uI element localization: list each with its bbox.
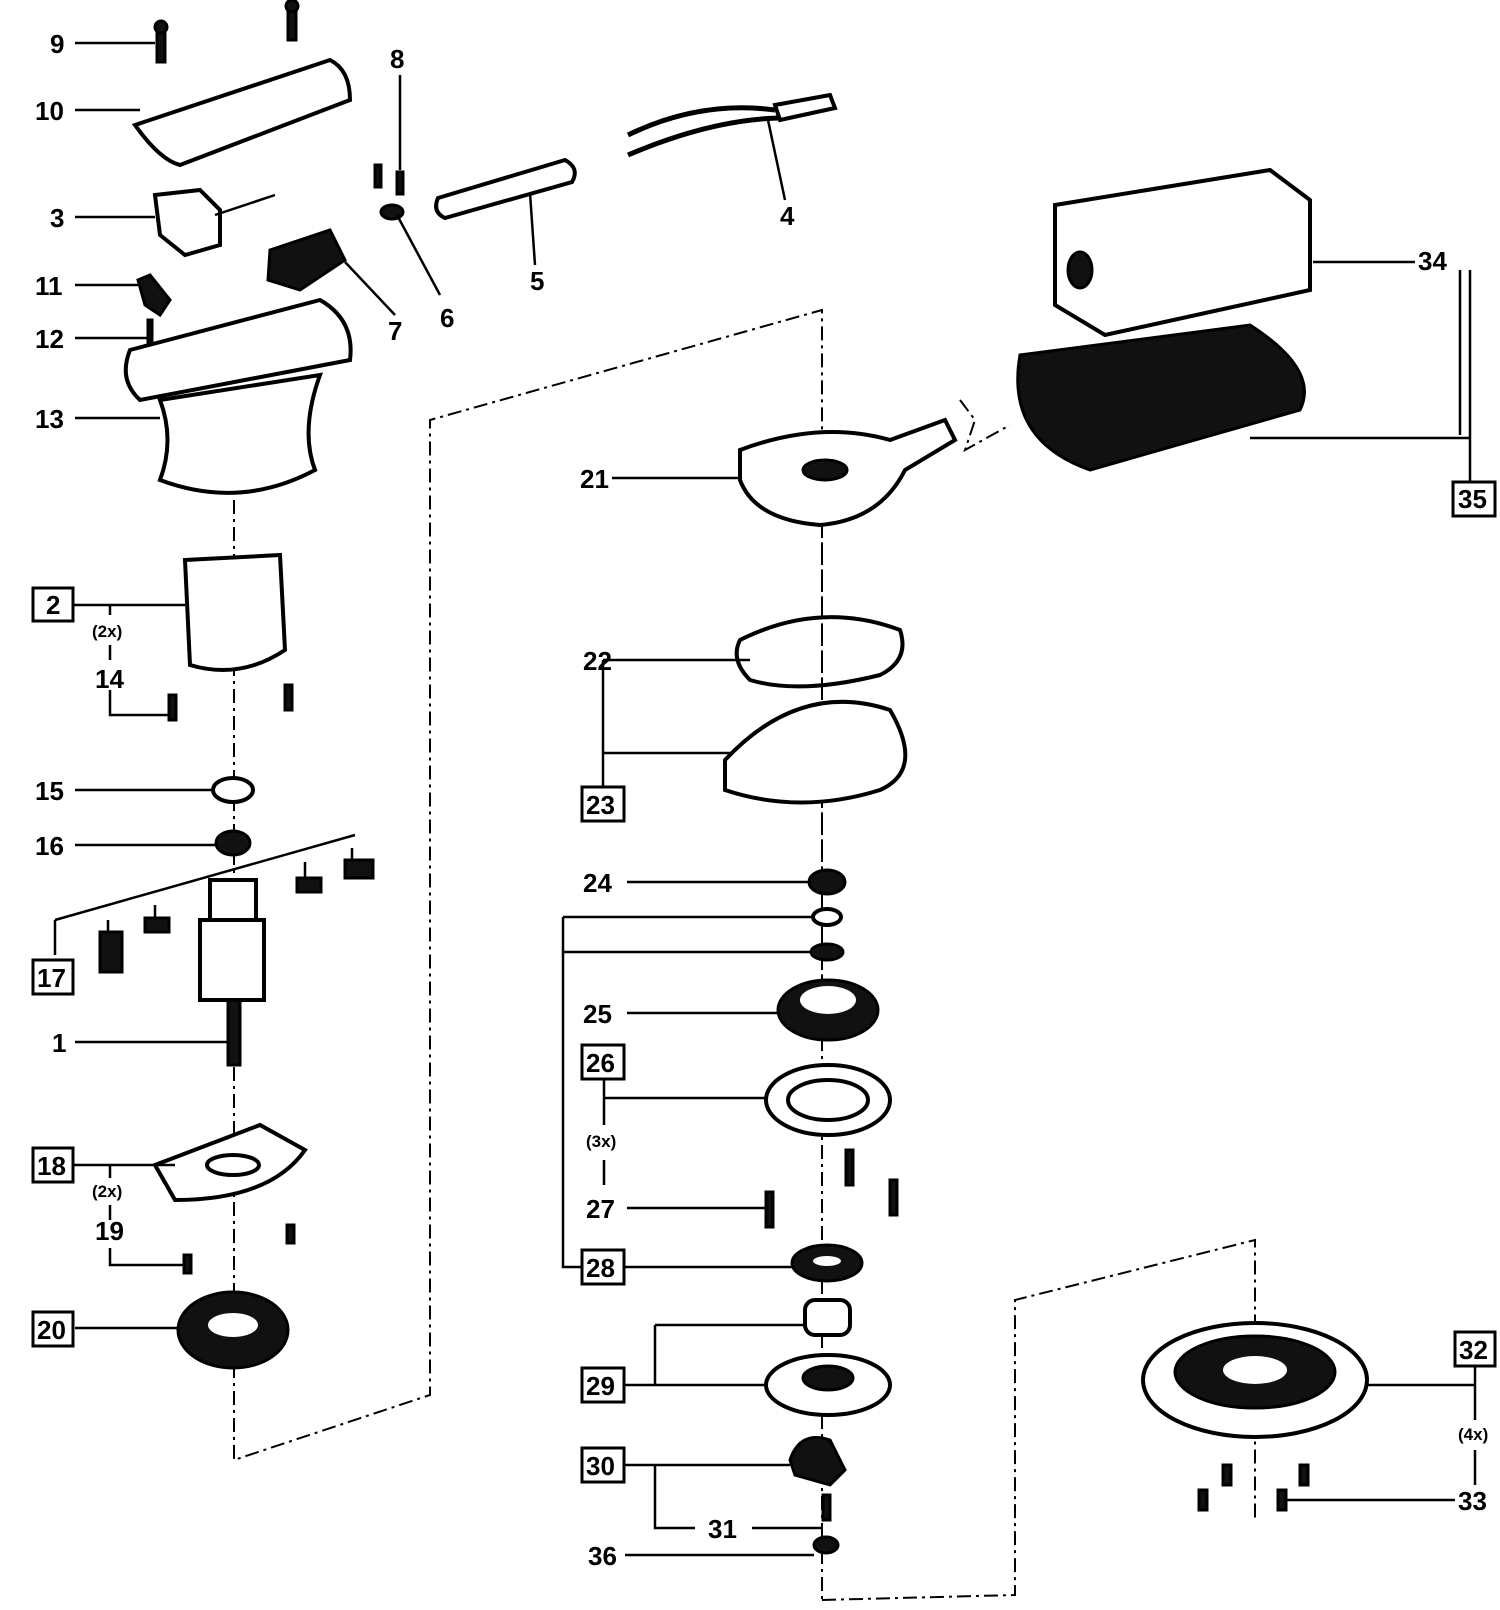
label-18: 18 bbox=[37, 1151, 66, 1181]
qty-14: (2x) bbox=[92, 622, 122, 641]
label-34: 34 bbox=[1418, 246, 1447, 276]
label-32: 32 bbox=[1459, 1335, 1488, 1365]
label-19: 19 bbox=[95, 1216, 124, 1246]
part-bearing-28 bbox=[790, 1243, 864, 1283]
part-switch-3 bbox=[152, 187, 276, 258]
part-screws-19 bbox=[182, 1223, 296, 1275]
part-module-7 bbox=[266, 228, 347, 292]
label-14: 14 bbox=[95, 664, 124, 694]
label-26: 26 bbox=[586, 1048, 615, 1078]
part-screws-33 bbox=[1197, 1463, 1310, 1512]
label-24: 24 bbox=[583, 868, 612, 898]
label-22: 22 bbox=[583, 646, 612, 676]
part-stator-2 bbox=[182, 552, 288, 672]
part-screw-31 bbox=[821, 1493, 832, 1522]
label-6: 6 bbox=[440, 303, 454, 333]
label-7: 7 bbox=[388, 316, 402, 346]
part-cable-4 bbox=[626, 92, 838, 158]
part-plate-18 bbox=[152, 1122, 308, 1203]
part-screws-27 bbox=[764, 1148, 899, 1229]
label-27: 27 bbox=[586, 1194, 615, 1224]
part-bearing-15 bbox=[211, 776, 255, 804]
part-tab-6 bbox=[379, 203, 405, 221]
part-plate-26 bbox=[764, 1063, 892, 1137]
part-washer-36 bbox=[812, 1535, 840, 1555]
part-ring-23 bbox=[723, 699, 908, 805]
part-bearing-16 bbox=[214, 829, 252, 857]
label-13: 13 bbox=[35, 404, 64, 434]
label-16: 16 bbox=[35, 831, 64, 861]
part-screw-top bbox=[284, 0, 300, 42]
label-4: 4 bbox=[780, 201, 795, 231]
part-bearing-24 bbox=[807, 868, 847, 896]
label-10: 10 bbox=[35, 96, 64, 126]
label-17: 17 bbox=[37, 963, 66, 993]
part-tube-5 bbox=[434, 157, 577, 221]
assembly-axis-lines bbox=[233, 308, 1256, 1601]
part-brushes-17 bbox=[54, 833, 375, 974]
label-36: 36 bbox=[588, 1541, 617, 1571]
part-bearing-assembly-29 bbox=[764, 1298, 892, 1417]
label-9: 9 bbox=[50, 29, 64, 59]
part-seal-22 bbox=[734, 615, 905, 689]
part-handle-cover-10 bbox=[131, 57, 353, 168]
part-dust-bag-35 bbox=[1016, 323, 1306, 472]
label-31: 31 bbox=[708, 1514, 737, 1544]
label-15: 15 bbox=[35, 776, 64, 806]
part-screws-14 bbox=[167, 683, 294, 722]
label-33: 33 bbox=[1458, 1486, 1487, 1516]
part-eccentric-30 bbox=[788, 1436, 847, 1487]
label-21: 21 bbox=[580, 464, 609, 494]
part-housing-13 bbox=[123, 297, 353, 495]
leader-lines bbox=[53, 41, 1477, 1557]
part-fan-20 bbox=[176, 1290, 290, 1370]
part-labels: 9 10 3 11 12 13 8 7 6 5 4 34 35 21 2 (2x… bbox=[35, 29, 1488, 1571]
part-pad-32 bbox=[1141, 1321, 1369, 1439]
label-boxes bbox=[31, 480, 1497, 1484]
part-screw-9 bbox=[153, 19, 169, 64]
part-clip-11 bbox=[136, 273, 172, 318]
qty-33: (4x) bbox=[1458, 1425, 1488, 1444]
label-1: 1 bbox=[52, 1028, 66, 1058]
qty-19: (2x) bbox=[92, 1182, 122, 1201]
label-2: 2 bbox=[46, 590, 60, 620]
label-5: 5 bbox=[530, 266, 544, 296]
part-motor-box-34 bbox=[1053, 167, 1312, 338]
label-35: 35 bbox=[1458, 484, 1487, 514]
label-12: 12 bbox=[35, 324, 64, 354]
part-base-21 bbox=[738, 417, 958, 528]
label-20: 20 bbox=[37, 1315, 66, 1345]
label-25: 25 bbox=[583, 999, 612, 1029]
label-3: 3 bbox=[50, 203, 64, 233]
label-8: 8 bbox=[390, 44, 404, 74]
part-screws-8 bbox=[373, 163, 405, 196]
label-23: 23 bbox=[586, 790, 615, 820]
part-armature-1 bbox=[198, 878, 266, 1067]
part-washers bbox=[809, 907, 845, 962]
label-28: 28 bbox=[586, 1253, 615, 1283]
label-29: 29 bbox=[586, 1371, 615, 1401]
label-11: 11 bbox=[35, 271, 63, 301]
label-30: 30 bbox=[586, 1451, 615, 1481]
qty-27: (3x) bbox=[586, 1132, 616, 1151]
part-fan-25 bbox=[776, 978, 880, 1042]
